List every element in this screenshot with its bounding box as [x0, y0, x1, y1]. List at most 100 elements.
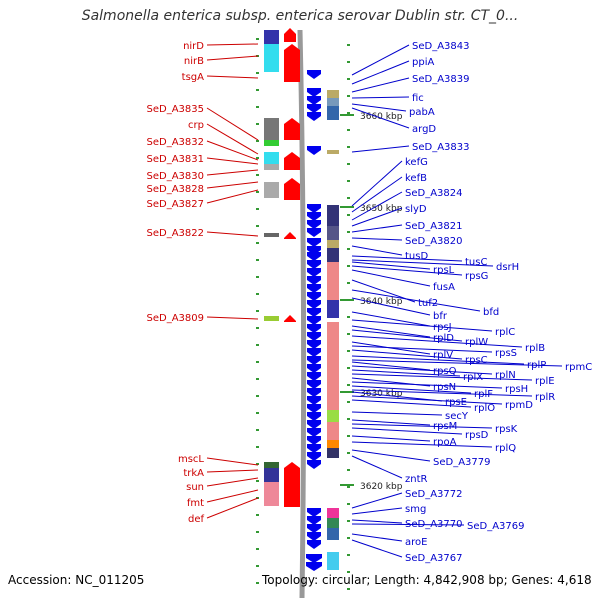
right-gene-label: rpsM	[433, 421, 457, 432]
right-gene-label: rpsJ	[433, 322, 452, 333]
right-gene-label: rplW	[465, 337, 488, 348]
left-label-line	[206, 231, 259, 237]
forward-gene-arrow	[284, 44, 300, 82]
gene-block	[327, 440, 339, 448]
left-gene-labels: nirDnirBtsgASeD_A3835crpSeD_A3832SeD_A38…	[147, 41, 205, 525]
right-label-line	[351, 96, 410, 99]
reverse-gene-arrow	[307, 436, 321, 445]
left-label-line	[206, 43, 259, 46]
right-label-line	[351, 533, 403, 542]
tick-mark	[347, 367, 350, 369]
tick-mark	[347, 418, 350, 420]
tick-mark	[347, 44, 350, 46]
tick-mark	[256, 225, 259, 227]
right-label-line	[351, 359, 563, 367]
right-gene-label: rpsL	[433, 265, 455, 276]
right-gene-label: rplQ	[495, 443, 516, 454]
tick-mark	[256, 514, 259, 516]
gene-block	[327, 98, 339, 106]
left-gene-label: sun	[186, 482, 204, 493]
reverse-gene-arrow	[307, 404, 321, 413]
forward-gene-arrow	[284, 28, 296, 42]
tick-mark	[347, 231, 350, 233]
right-label-line	[351, 441, 493, 448]
tick-mark	[256, 582, 259, 584]
left-label-line	[206, 477, 259, 487]
tick-mark	[347, 214, 350, 216]
right-label-line	[351, 265, 463, 276]
gene-block	[327, 106, 339, 120]
tick-mark	[256, 344, 259, 346]
tick-mark	[256, 140, 259, 142]
gene-block	[327, 150, 339, 154]
tick-mark	[347, 588, 350, 590]
reverse-gene-arrow	[307, 380, 321, 389]
tick-mark	[347, 61, 350, 63]
right-label-line	[351, 423, 493, 429]
forward-gene-arrow	[284, 152, 300, 170]
tick-mark	[256, 531, 259, 533]
reverse-gene-arrow	[307, 292, 321, 301]
gene-block	[327, 300, 339, 318]
tick-mark	[347, 503, 350, 505]
reverse-gene-arrow	[307, 246, 321, 255]
scale-label: 3660 kbp	[360, 112, 403, 122]
tick-mark	[256, 259, 259, 261]
reverse-gene-arrow	[307, 204, 321, 213]
left-label-lines	[206, 43, 259, 519]
tick-mark	[256, 480, 259, 482]
right-label-line	[351, 539, 403, 558]
tick-mark	[256, 242, 259, 244]
tick-mark	[256, 191, 259, 193]
left-gene-label: crp	[188, 120, 204, 131]
gene-block	[327, 322, 339, 410]
right-label-line	[351, 311, 431, 327]
left-gene-label: def	[188, 514, 205, 525]
gene-block	[327, 262, 339, 300]
reverse-gene-arrow	[307, 324, 321, 333]
reverse-gene-arrow	[307, 508, 321, 517]
left-gene-label: SeD_A3831	[147, 154, 205, 165]
reverse-gene-arrow	[307, 420, 321, 429]
right-gene-label: pabA	[409, 107, 435, 118]
gene-block	[327, 448, 339, 458]
left-label-line	[206, 157, 259, 165]
reverse-gene-arrow	[307, 372, 321, 381]
accession-text: Accession: NC_011205	[8, 573, 145, 587]
tick-mark	[347, 197, 350, 199]
left-gene-label: fmt	[187, 498, 204, 509]
scale-label: 3630 kbp	[360, 389, 403, 399]
gene-block	[327, 410, 339, 422]
right-label-line	[351, 289, 481, 312]
right-gene-label: rplD	[433, 333, 454, 344]
gene-block	[264, 233, 279, 237]
reverse-gene-arrow	[307, 428, 321, 437]
gene-block	[264, 152, 279, 164]
right-gene-label: aroE	[405, 537, 427, 548]
right-gene-label: bfr	[433, 311, 448, 322]
scale-label: 3620 kbp	[360, 482, 403, 492]
right-gene-label: rplF	[474, 389, 493, 400]
tick-mark	[256, 565, 259, 567]
scale-label: 3640 kbp	[360, 297, 403, 307]
right-gene-label: SeD_A3769	[467, 521, 525, 532]
right-label-line	[351, 60, 410, 85]
left-label-line	[206, 497, 259, 519]
right-gene-label: bfd	[483, 307, 499, 318]
left-gene-label: SeD_A3835	[147, 104, 205, 115]
reverse-gene-arrow	[307, 532, 321, 541]
right-gene-label: SeD_A3843	[412, 41, 470, 52]
gene-block	[264, 482, 279, 506]
right-label-line	[351, 335, 523, 348]
tick-mark	[347, 248, 350, 250]
gene-block	[327, 552, 339, 570]
reverse-gene-arrow	[306, 554, 322, 563]
right-label-line	[351, 492, 403, 509]
reverse-gene-arrow	[307, 444, 321, 453]
right-label-line	[351, 435, 431, 442]
left-label-line	[206, 123, 259, 155]
left-gene-label: SeD_A3822	[147, 228, 205, 239]
right-gene-label: rplO	[474, 403, 495, 414]
